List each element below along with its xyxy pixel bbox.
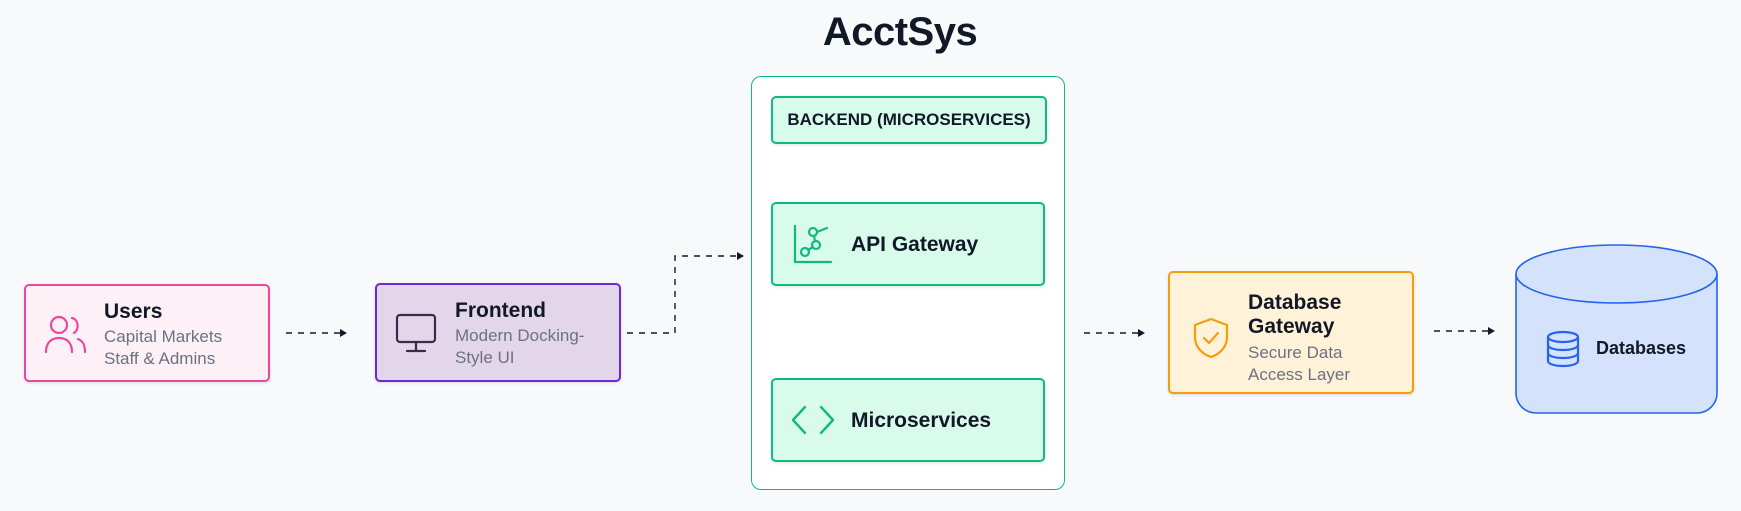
database-gateway-node: Database Gateway Secure Data Access Laye… bbox=[1168, 271, 1414, 394]
frontend-subtitle-line2: Style UI bbox=[455, 348, 515, 367]
frontend-title: Frontend bbox=[455, 299, 546, 322]
api-gateway-icon bbox=[793, 224, 833, 264]
users-subtitle-line2: Staff & Admins bbox=[104, 349, 216, 368]
frontend-subtitle-line1: Modern Docking- bbox=[455, 326, 585, 345]
arrow-frontend-to-backend bbox=[627, 252, 744, 334]
backend-label: BACKEND (MICROSERVICES) bbox=[787, 110, 1031, 129]
users-title: Users bbox=[104, 300, 163, 323]
users-subtitle-line1: Capital Markets bbox=[104, 327, 223, 346]
monitor-icon bbox=[395, 313, 437, 353]
users-icon bbox=[44, 315, 87, 354]
database-gateway-title-line2: Gateway bbox=[1248, 315, 1335, 338]
frontend-node: Frontend Modern Docking- Style UI bbox=[375, 283, 621, 382]
database-gateway-subtitle-line2: Access Layer bbox=[1248, 365, 1351, 384]
api-gateway-node: API Gateway bbox=[771, 202, 1045, 286]
api-gateway-title: API Gateway bbox=[851, 233, 979, 256]
database-gateway-subtitle-line1: Secure Data bbox=[1248, 343, 1343, 362]
database-gateway-title-line1: Database bbox=[1248, 291, 1342, 314]
backend-label-box: BACKEND (MICROSERVICES) bbox=[771, 96, 1047, 144]
code-icon bbox=[791, 405, 835, 435]
databases-title: Databases bbox=[1596, 338, 1687, 358]
microservices-title: Microservices bbox=[851, 409, 992, 432]
databases-cylinder bbox=[1515, 244, 1718, 414]
shield-check-icon bbox=[1193, 317, 1229, 359]
microservices-node: Microservices bbox=[771, 378, 1045, 462]
database-icon bbox=[1546, 330, 1580, 368]
users-node: Users Capital Markets Staff & Admins bbox=[24, 284, 270, 382]
diagram-title: AcctSys bbox=[822, 10, 978, 54]
